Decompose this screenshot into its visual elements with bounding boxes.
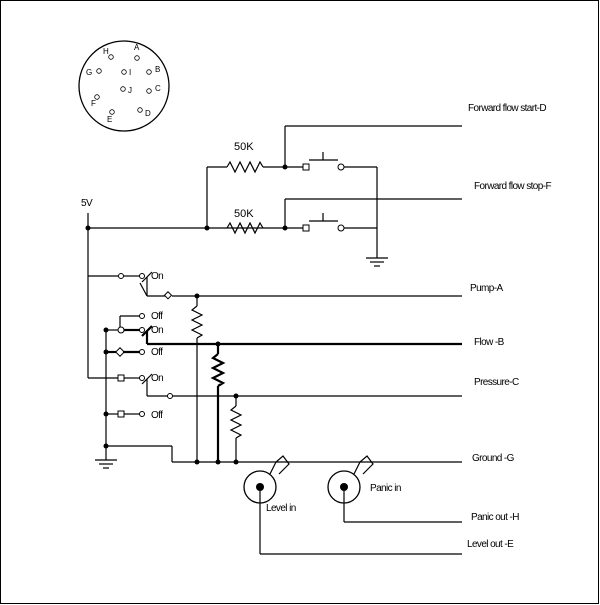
ground-symbol-top: [366, 257, 388, 267]
connector-pinout: H A G I B C J F D E: [78, 40, 170, 132]
pin-label-g: G: [86, 68, 92, 77]
flow-on-label: On: [151, 325, 163, 336]
pin-label-b: B: [155, 65, 160, 74]
pin-label-e: E: [107, 115, 112, 124]
flow-label: Flow -B: [474, 337, 505, 348]
pin-label-h: H: [103, 47, 109, 56]
pump-on-label: On: [151, 271, 163, 282]
resistor-50k-start-label: 50K: [234, 141, 254, 153]
pin-label-i: I: [129, 68, 131, 77]
flow-pulldown-resistor: [210, 353, 226, 387]
panic-in-jack: [327, 455, 374, 504]
pin-label-j: J: [128, 86, 132, 95]
pin-label-c: C: [155, 84, 161, 93]
resistor-50k-start: [226, 160, 264, 174]
pump-pulldown-resistor: [190, 305, 204, 339]
level-out-label: Level out -E: [467, 539, 514, 550]
start-pushbutton: [302, 152, 345, 171]
forward-start-label: Forward flow start-D: [468, 103, 546, 114]
resistor-50k-stop-label: 50K: [234, 208, 254, 220]
stop-pushbutton: [302, 213, 345, 232]
panic-out-label: Panic out -H: [471, 512, 519, 523]
pressure-pulldown-resistor: [229, 405, 243, 439]
pin-label-d: D: [145, 109, 151, 118]
pin-label-f: F: [91, 99, 96, 108]
ground-symbol-left: [95, 459, 117, 469]
level-in-label: Level in: [266, 503, 296, 514]
forward-stop-label: Forward flow stop-F: [474, 181, 551, 192]
panic-in-label: Panic in: [370, 483, 401, 494]
pump-label: Pump-A: [470, 283, 503, 294]
flow-off-label: Off: [151, 347, 163, 358]
pump-off-label: Off: [151, 311, 163, 322]
resistor-50k-stop: [226, 221, 264, 235]
pressure-on-label: On: [151, 373, 163, 384]
level-in-jack: [243, 455, 290, 504]
pressure-label: Pressure-C: [474, 377, 519, 388]
ground-label: Ground -G: [472, 453, 515, 464]
pressure-off-label: Off: [151, 410, 163, 421]
pin-label-a: A: [134, 43, 140, 52]
supply-label: 5V: [81, 198, 93, 209]
connector-outline: [78, 40, 170, 132]
